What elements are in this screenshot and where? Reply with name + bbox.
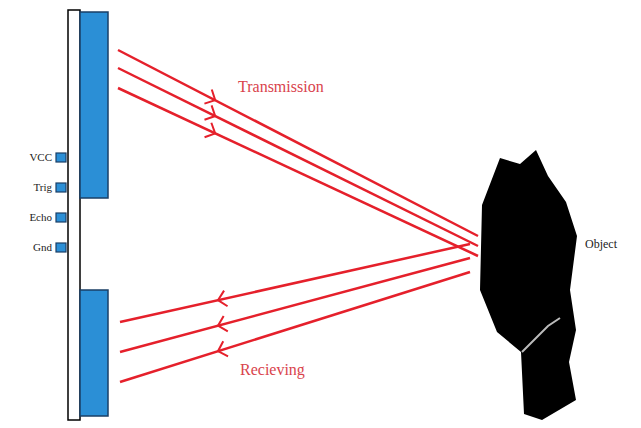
object-shape [480,150,577,420]
direction-chevron [204,89,215,103]
transmission-label: Transmission [238,78,324,96]
pin [56,213,66,222]
pin-label: VCC [29,151,52,163]
direction-chevron [204,105,215,119]
pin [56,183,66,192]
wave-line [118,50,478,236]
pin [56,153,66,162]
direction-chevron [218,316,228,331]
wave-line [120,244,470,322]
object-edge [522,318,560,352]
sound-waves [118,50,478,382]
sensor-board [68,10,80,420]
receiving-label: Recieving [240,361,305,379]
pin-label: Trig [33,181,52,193]
pin-label: Gnd [33,241,52,253]
object-label: Object [585,238,617,251]
direction-chevron [218,291,228,307]
transmitter [80,12,108,198]
receiver [80,290,108,416]
direction-chevron [205,123,216,137]
wave-line [118,88,478,256]
pin-label: Echo [29,211,52,223]
pin [56,243,66,252]
wave-line [120,258,470,352]
direction-chevron [218,341,228,356]
wave-line [118,68,478,246]
wave-line [120,272,470,382]
